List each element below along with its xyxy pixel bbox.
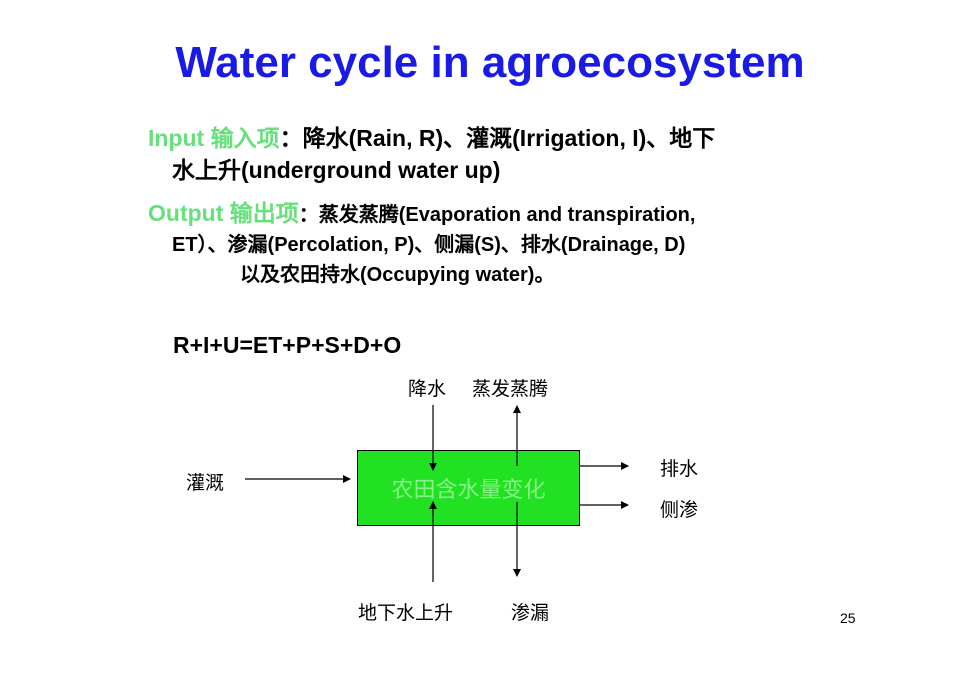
rain-label: 降水 <box>408 378 447 400</box>
percolation-label: 渗漏 <box>511 602 550 624</box>
input-line-2: 水上升(underground water up) <box>172 157 501 183</box>
water-balance-equation: R+I+U=ET+P+S+D+O <box>173 332 402 358</box>
input-label: Input 输入项 <box>148 125 280 151</box>
input-text-1: 降水(Rain, R)、灌溉(Irrigation, I)、地下 <box>302 125 716 151</box>
output-line-3: 以及农田持水(Occupying water)。 <box>240 264 555 286</box>
slide-title: Water cycle in agroecosystem <box>175 38 805 87</box>
input-paragraph: Input 输入项：降水(Rain, R)、灌溉(Irrigation, I)、… <box>148 122 715 186</box>
et-label: 蒸发蒸腾 <box>472 378 549 400</box>
output-line-2: ET）、渗漏(Percolation, P)、侧漏(S)、排水(Drainage… <box>172 234 686 256</box>
soil-water-change-box: 农田含水量变化 <box>357 450 580 526</box>
input-line-1: Input 输入项：降水(Rain, R)、灌溉(Irrigation, I)、… <box>148 122 715 154</box>
drainage-label: 排水 <box>660 458 699 480</box>
output-text-1: 蒸发蒸腾(Evaporation and transpiration, <box>318 204 696 226</box>
page-number: 25 <box>840 610 856 626</box>
groundwater-label: 地下水上升 <box>358 602 454 624</box>
irrigation-label: 灌溉 <box>186 472 225 494</box>
output-line-1: Output 输出项：蒸发蒸腾(Evaporation and transpir… <box>148 198 695 230</box>
box-label: 农田含水量变化 <box>391 478 546 503</box>
output-paragraph: Output 输出项：蒸发蒸腾(Evaporation and transpir… <box>148 198 695 290</box>
side-seepage-label: 侧渗 <box>660 499 699 521</box>
input-separator: ： <box>279 125 303 151</box>
output-label: Output 输出项 <box>148 200 299 226</box>
output-separator: ： <box>298 204 319 226</box>
